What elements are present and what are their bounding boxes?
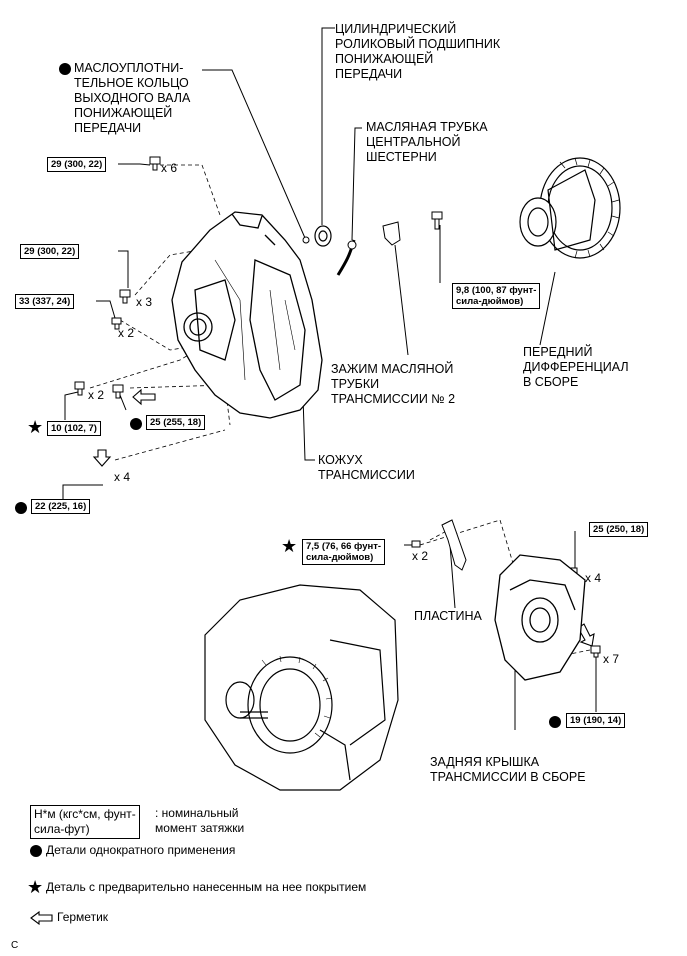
leader-oil-pipe <box>351 127 362 241</box>
torque-box: 10 (102, 7) <box>47 421 101 436</box>
single-use-dot-icon <box>59 63 71 75</box>
assembled-transaxle-drawing <box>204 584 399 791</box>
single-use-dot-icon <box>130 418 142 430</box>
quantity-label: x 6 <box>161 161 178 175</box>
label-plate: ПЛАСТИНА <box>414 609 482 623</box>
torque-box: 29 (300, 22) <box>20 244 80 259</box>
front-differential-drawing <box>519 157 621 259</box>
quantity-label: x 7 <box>603 652 620 666</box>
bolt-t7-drawing <box>431 211 443 230</box>
torque-box: 7,5 (76, 66 фунт- сила-дюймов) <box>302 539 386 565</box>
leader-t5 <box>119 392 127 411</box>
quantity-label: x 4 <box>114 470 131 484</box>
torque-box: 33 (337, 24) <box>15 294 75 309</box>
label-front-differential: ПЕРЕДНИЙ ДИФФЕРЕНЦИАЛ В СБОРЕ <box>523 345 629 389</box>
leader-oil-seal <box>202 69 306 239</box>
legend-sealant-text: Герметик <box>57 910 109 924</box>
legend-sealant-arrow-icon <box>30 911 53 925</box>
bolts-left-drawing <box>74 156 161 399</box>
leader-t2 <box>118 250 129 288</box>
quantity-label: x 4 <box>585 571 602 585</box>
label-transmission-housing: КОЖУХ ТРАНСМИССИИ <box>318 453 415 482</box>
plate-drawing <box>441 519 467 571</box>
precoated-star-icon: ★ <box>281 536 298 556</box>
torque-box: 29 (300, 22) <box>47 157 107 172</box>
leader-front-diff <box>539 271 556 346</box>
leader-bearing <box>321 27 335 225</box>
legend-single-use-text: Детали однократного применения <box>46 843 236 857</box>
legend-units-description: : номинальный момент затяжки <box>155 806 245 835</box>
rear-cover-drawing <box>494 554 586 681</box>
label-oil-pipe: МАСЛЯНАЯ ТРУБКА ЦЕНТРАЛЬНОЙ ШЕСТЕРНИ <box>366 120 488 164</box>
precoated-star-icon: ★ <box>27 417 44 437</box>
roller-bearing-drawing <box>314 225 332 247</box>
leader-plate <box>449 544 456 609</box>
transmission-housing-drawing <box>171 211 323 419</box>
torque-box: 9,8 (100, 87 фунт- сила-дюймов) <box>452 283 541 309</box>
leader-t3 <box>96 300 116 319</box>
label-roller-bearing: ЦИЛИНДРИЧЕСКИЙ РОЛИКОВЫЙ ПОДШИПНИК ПОНИЖ… <box>335 22 501 81</box>
leader-t1 <box>118 163 151 166</box>
legend-units-box: Н*м (кгс*см, фунт- сила-фут) <box>30 805 140 839</box>
label-rear-cover: ЗАДНЯЯ КРЫШКА ТРАНСМИССИИ В СБОРЕ <box>430 755 586 784</box>
torque-box: 25 (250, 18) <box>589 522 649 537</box>
legend-single-use-dot-icon <box>30 845 42 857</box>
corner-mark: C <box>11 940 19 951</box>
quantity-label: x 2 <box>88 388 105 402</box>
quantity-label: x 3 <box>136 295 153 309</box>
single-use-dot-icon <box>15 502 27 514</box>
leader-t6 <box>62 484 103 500</box>
pipe-clamp-drawing <box>382 221 401 246</box>
quantity-label: x 2 <box>412 549 429 563</box>
torque-box: 22 (225, 16) <box>31 499 91 514</box>
quantity-label: x 2 <box>118 326 135 340</box>
torque-box: 19 (190, 14) <box>566 713 626 728</box>
legend-precoated-text: Деталь с предварительно нанесенным на не… <box>46 880 367 894</box>
oil-seal-drawing <box>302 236 310 244</box>
label-oil-seal: МАСЛОУПЛОТНИ- ТЕЛЬНОЕ КОЛЬЦО ВЫХОДНОГО В… <box>74 61 191 135</box>
leader-clamp <box>394 244 409 356</box>
label-pipe-clamp: ЗАЖИМ МАСЛЯНОЙ ТРУБКИ ТРАНСМИССИИ № 2 <box>331 362 456 406</box>
legend-precoated-star-icon: ★ <box>27 877 44 897</box>
single-use-dot-icon <box>549 716 561 728</box>
sealant-arrows <box>92 388 595 647</box>
torque-box: 25 (255, 18) <box>146 415 206 430</box>
leader-t4 <box>64 391 79 420</box>
